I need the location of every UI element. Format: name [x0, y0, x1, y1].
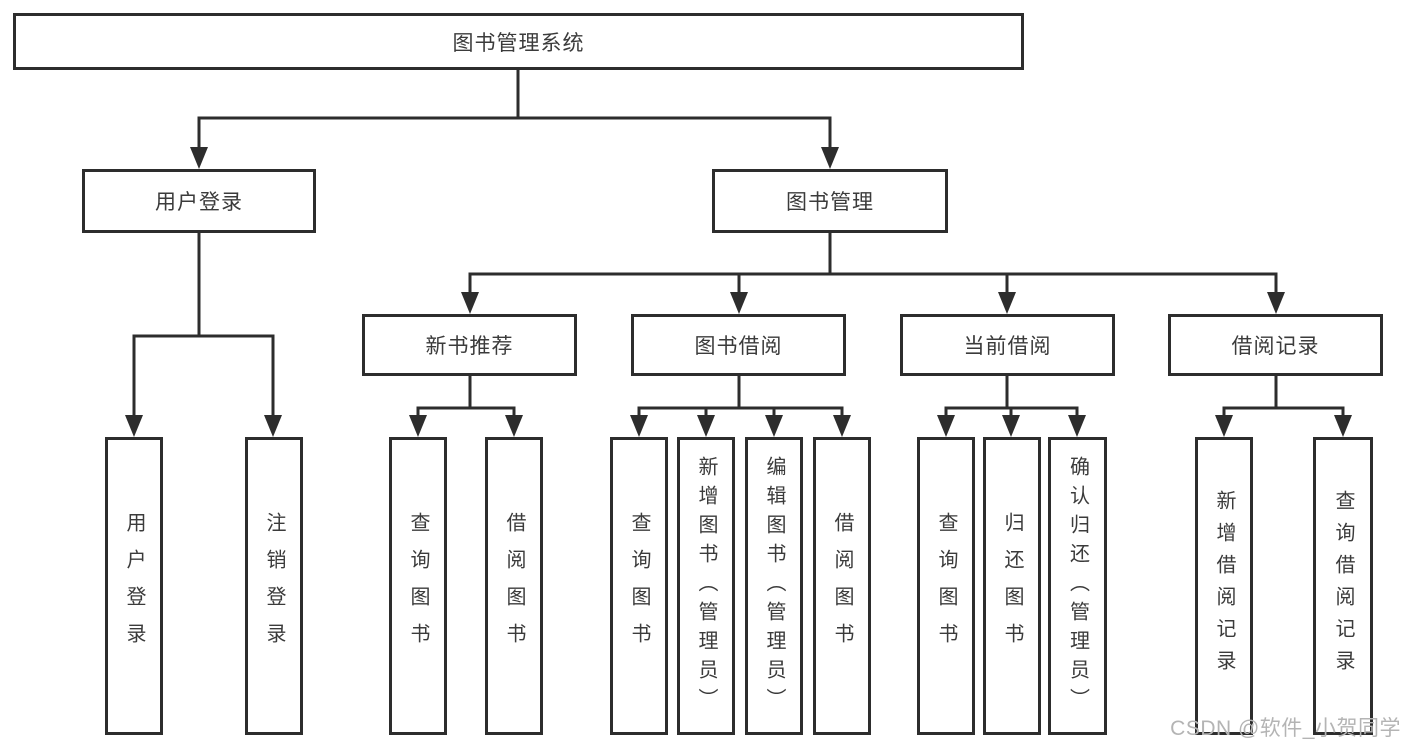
- node-label: 注销登录: [263, 512, 285, 660]
- node-label: 查询图书: [935, 512, 957, 660]
- node-label: 图书管理: [786, 191, 874, 214]
- node-label: 借阅记录: [1231, 335, 1320, 358]
- node-root-library-system: 图书管理系统: [13, 13, 1024, 70]
- node-book-management: 图书管理: [712, 169, 948, 233]
- leaf-records-add-record: 新增借阅记录: [1195, 437, 1253, 735]
- node-label: 查询借阅记录: [1332, 490, 1354, 682]
- node-label: 新书推荐: [425, 335, 514, 358]
- leaf-user-login: 用户登录: [105, 437, 163, 735]
- node-label: 新增借阅记录: [1213, 490, 1235, 682]
- node-label: 借阅图书: [503, 512, 525, 660]
- node-new-book-recommend: 新书推荐: [362, 314, 577, 376]
- node-label: 确认归还（管理员）: [1066, 455, 1089, 717]
- csdn-watermark: CSDN @软件_小贺同学: [1170, 717, 1401, 740]
- leaf-newbooks-query-books: 查询图书: [389, 437, 447, 735]
- node-label: 借阅图书: [831, 512, 853, 660]
- node-label: 归还图书: [1001, 512, 1023, 660]
- node-label: 用户登录: [123, 512, 145, 660]
- node-label: 图书借阅: [694, 335, 783, 358]
- node-book-borrowing: 图书借阅: [631, 314, 846, 376]
- leaf-logout: 注销登录: [245, 437, 303, 735]
- leaf-borrowing-add-books-admin: 新增图书（管理员）: [677, 437, 735, 735]
- arrowheads: [125, 147, 1352, 437]
- node-current-borrowing: 当前借阅: [900, 314, 1115, 376]
- leaf-borrowing-borrow-books: 借阅图书: [813, 437, 871, 735]
- leaf-current-query-books: 查询图书: [917, 437, 975, 735]
- node-user-login: 用户登录: [82, 169, 316, 233]
- leaf-newbooks-borrow-books: 借阅图书: [485, 437, 543, 735]
- leaf-current-return-books: 归还图书: [983, 437, 1041, 735]
- node-borrow-records: 借阅记录: [1168, 314, 1383, 376]
- node-label: 新增图书（管理员）: [695, 455, 717, 717]
- leaf-borrowing-query-books: 查询图书: [610, 437, 668, 735]
- node-label: 图书管理系统: [452, 31, 585, 55]
- node-label: 查询图书: [628, 512, 650, 660]
- node-label: 当前借阅: [963, 335, 1052, 358]
- leaf-borrowing-edit-books-admin: 编辑图书（管理员）: [745, 437, 803, 735]
- node-label: 查询图书: [407, 512, 429, 660]
- leaf-current-confirm-return-admin: 确认归还（管理员）: [1048, 437, 1107, 735]
- connector-paths: [132, 70, 1345, 419]
- node-label: 用户登录: [155, 191, 243, 214]
- node-label: 编辑图书（管理员）: [763, 455, 785, 717]
- leaf-records-query-record: 查询借阅记录: [1313, 437, 1373, 735]
